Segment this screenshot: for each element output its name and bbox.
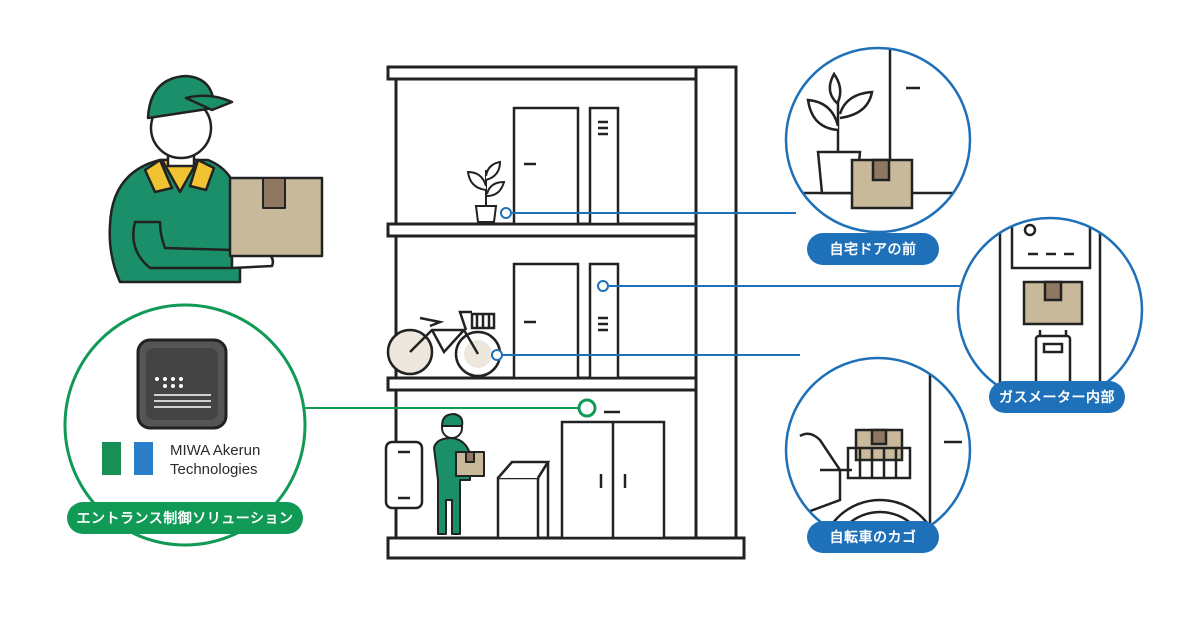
brand-line-1: MIWA Akerun bbox=[170, 442, 261, 459]
plant-icon bbox=[806, 71, 874, 195]
label-front-door: 自宅ドアの前 bbox=[807, 233, 939, 265]
front-door-callout bbox=[784, 46, 972, 234]
package-icon bbox=[1022, 280, 1084, 326]
package-icon bbox=[850, 158, 914, 210]
brand-line-2: Technologies bbox=[170, 461, 258, 478]
package-icon bbox=[854, 428, 904, 462]
entrance-door-icon bbox=[560, 410, 666, 540]
bicycle-basket-callout bbox=[784, 356, 972, 544]
mailbox-icon bbox=[496, 460, 551, 540]
label-entrance-control: エントランス制御ソリューション bbox=[67, 502, 303, 534]
akerun-device-icon bbox=[136, 338, 228, 430]
label-gas-meter: ガスメーター内部 bbox=[989, 381, 1125, 413]
bicycle-icon bbox=[386, 310, 502, 378]
plant-icon bbox=[466, 160, 506, 223]
entrance-control-callout bbox=[63, 303, 307, 547]
label-bicycle-basket: 自転車のカゴ bbox=[807, 521, 939, 553]
connector-lines bbox=[303, 207, 960, 418]
brand-name: MIWA Akerun Technologies bbox=[170, 441, 260, 479]
akerun-logo-icon bbox=[102, 442, 153, 475]
delivery-person-small-icon bbox=[433, 413, 485, 535]
intercom-icon bbox=[384, 440, 424, 510]
gas-meter-callout bbox=[956, 216, 1144, 404]
delivery-person-icon bbox=[108, 74, 324, 284]
door-icon bbox=[512, 262, 620, 380]
building bbox=[386, 65, 746, 560]
door-icon bbox=[512, 106, 620, 226]
basket-icon bbox=[846, 446, 912, 480]
